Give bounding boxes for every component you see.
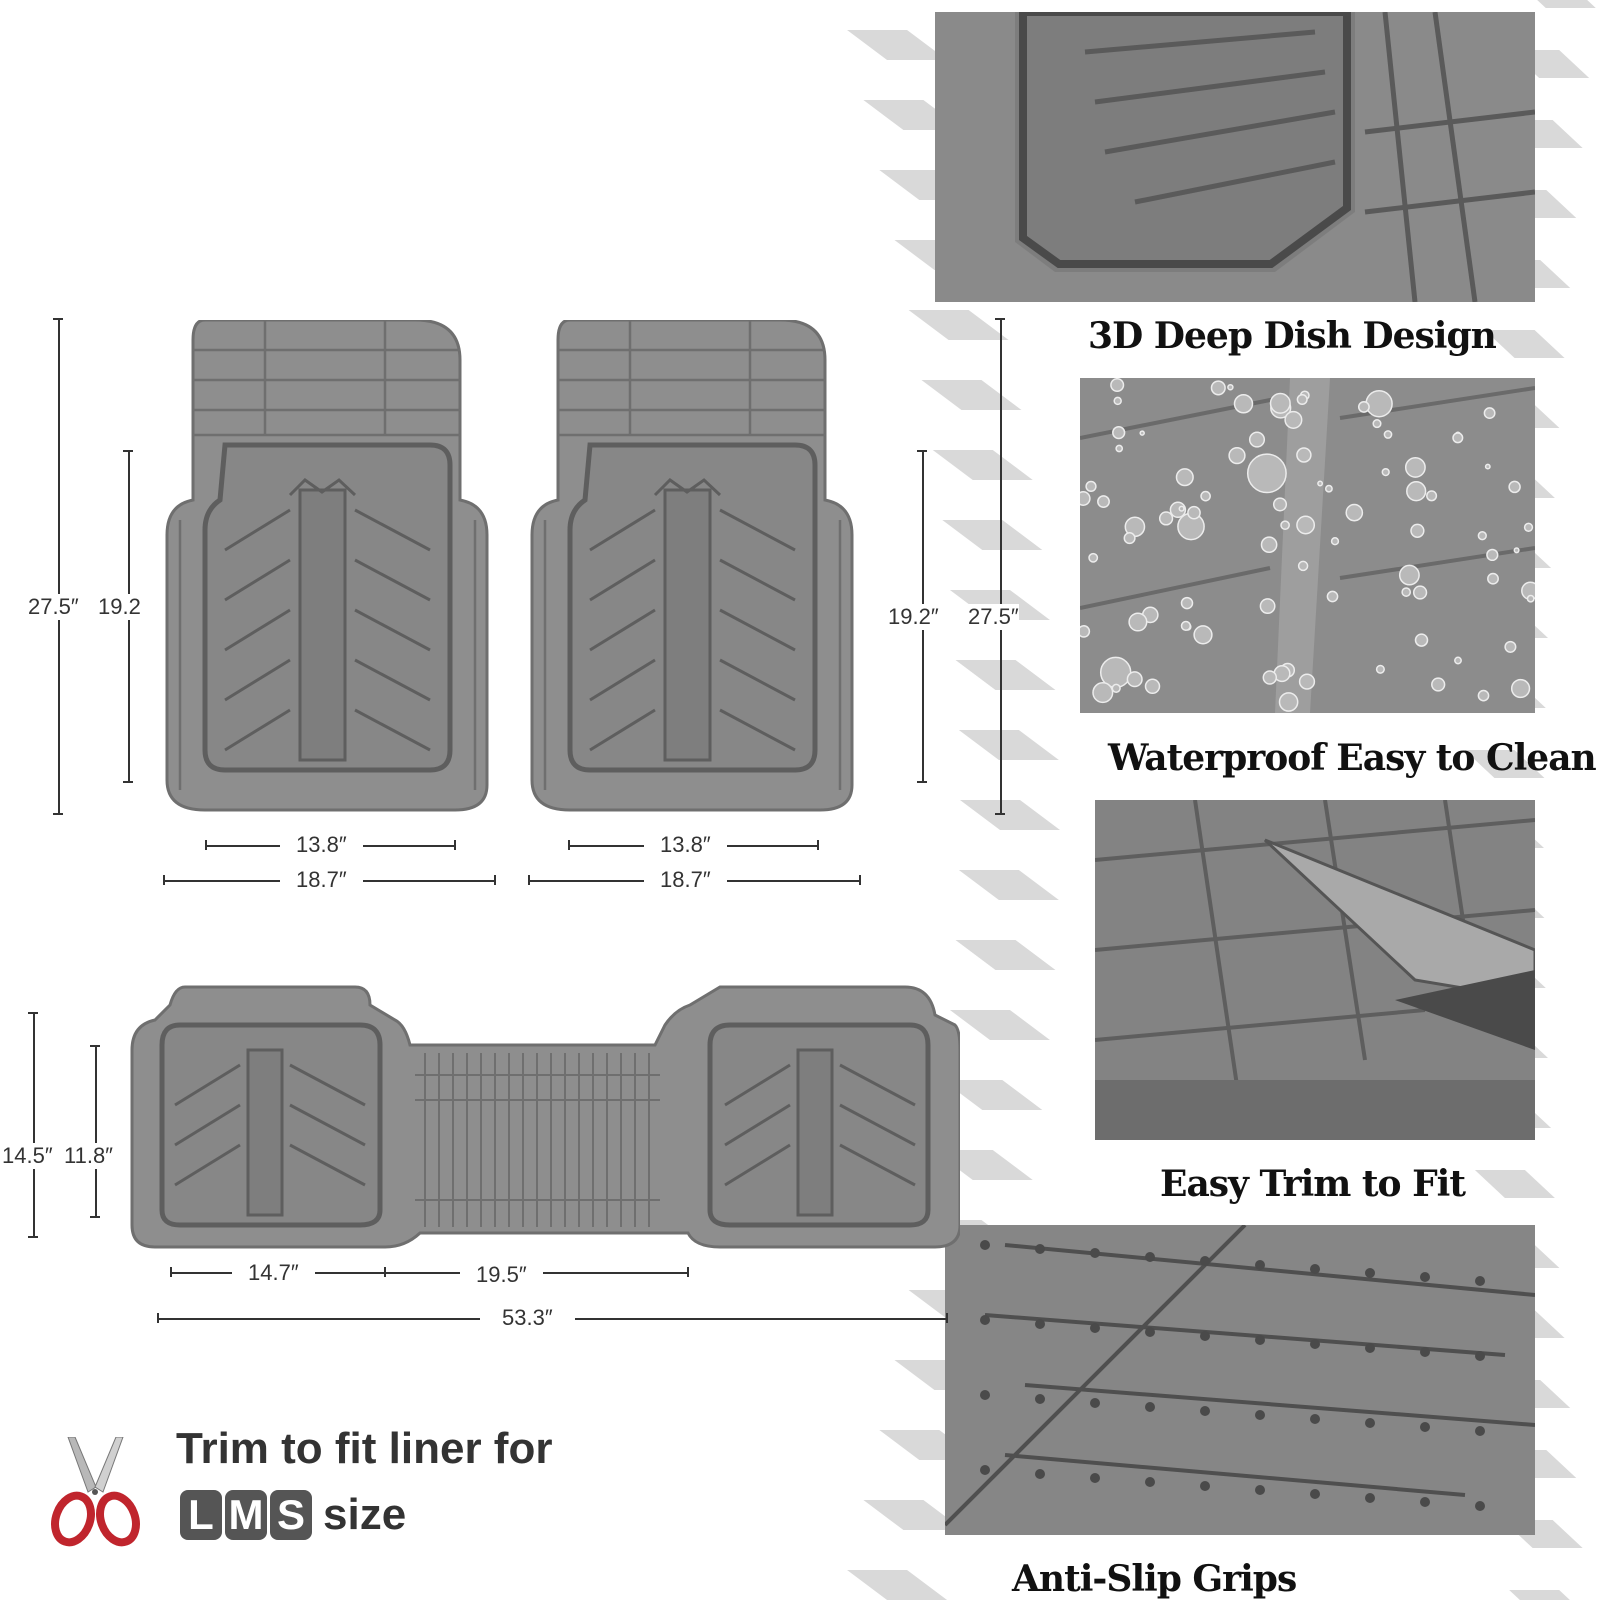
feature-label-trim: Easy Trim to Fit xyxy=(1160,1163,1466,1205)
size-badge-s: S xyxy=(270,1490,312,1540)
size-badge-m: M xyxy=(225,1490,267,1540)
anti-slip-photo xyxy=(945,1225,1535,1535)
rear-inner-height: 11.8″ xyxy=(64,1143,113,1169)
rear-mat xyxy=(130,985,960,1249)
front-left-total-height: 27.5″ xyxy=(28,594,79,620)
front-right-mat xyxy=(530,320,860,815)
size-badges: L M S size xyxy=(180,1490,406,1540)
front-right-inner-height: 19.2″ xyxy=(888,604,939,630)
scissors-icon xyxy=(51,1437,140,1547)
feature-label-anti-slip: Anti-Slip Grips xyxy=(1012,1558,1297,1600)
trim-note-line1: Trim to fit liner for xyxy=(176,1424,553,1473)
front-right-total-width: 18.7″ xyxy=(644,867,727,893)
feature-label-deep-dish: 3D Deep Dish Design xyxy=(1088,315,1497,357)
trim-note-suffix: size xyxy=(323,1490,407,1539)
rear-side-width: 14.7″ xyxy=(232,1260,315,1286)
rear-total-height: 14.5″ xyxy=(2,1143,53,1169)
front-right-total-height: 27.5″ xyxy=(968,604,1019,630)
front-left-inner-height: 19.2 xyxy=(98,594,141,620)
front-left-mat xyxy=(165,320,495,815)
rear-middle-width: 19.5″ xyxy=(460,1262,543,1288)
trim-photo xyxy=(1095,800,1535,1140)
feature-label-waterproof: Waterproof Easy to Clean xyxy=(1108,737,1597,779)
deep-dish-photo xyxy=(935,12,1535,302)
waterproof-photo xyxy=(1080,378,1535,713)
rear-total-width: 53.3″ xyxy=(480,1305,575,1331)
front-left-inner-width: 13.8″ xyxy=(280,832,363,858)
front-right-inner-width: 13.8″ xyxy=(644,832,727,858)
size-badge-l: L xyxy=(180,1490,222,1540)
front-left-total-width: 18.7″ xyxy=(280,867,363,893)
